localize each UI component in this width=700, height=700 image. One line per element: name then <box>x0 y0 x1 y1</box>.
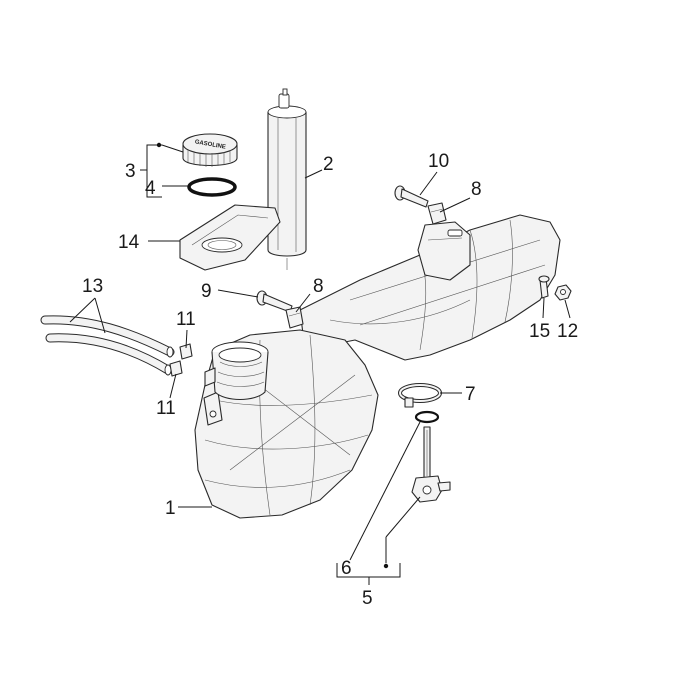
splash-tray <box>179 204 281 271</box>
callout-dot-5 <box>383 563 389 569</box>
callout-14: 14 <box>118 232 140 253</box>
callout-1: 1 <box>165 498 176 519</box>
callout-6: 6 <box>341 558 352 579</box>
fuel-tap <box>411 426 451 503</box>
callout-11-lower: 11 <box>156 398 176 419</box>
hose-clamp-lower <box>169 360 183 377</box>
filler-tube <box>267 88 307 270</box>
callout-7: 7 <box>465 384 476 405</box>
mounting-bracket <box>417 221 471 281</box>
fuel-cap: GASOLINE <box>182 133 238 167</box>
pipe-clamp <box>398 383 442 408</box>
callout-5: 5 <box>362 588 373 609</box>
cap-seal-ring <box>187 177 237 197</box>
callout-labels: 1 2 3 4 14 10 8 9 8 13 11 11 7 6 5 15 12 <box>82 151 578 609</box>
callout-3: 3 <box>125 161 136 182</box>
callout-dot-3 <box>156 142 162 148</box>
clip-nut-lower <box>285 306 304 329</box>
filler-neck <box>204 341 269 401</box>
callout-10: 10 <box>428 151 449 172</box>
callout-2: 2 <box>323 154 334 175</box>
cap-marking: GASOLINE <box>194 139 226 150</box>
bolt-10 <box>394 185 429 208</box>
callout-13: 13 <box>82 276 103 297</box>
callout-8-lower: 8 <box>313 276 324 297</box>
callout-15: 15 <box>529 321 550 342</box>
callout-4: 4 <box>145 178 156 199</box>
leader-lines <box>69 142 571 585</box>
callout-12: 12 <box>557 321 578 342</box>
callout-11-upper: 11 <box>176 309 196 330</box>
tank-rear-extension <box>299 214 561 361</box>
clip-nut-upper <box>427 202 447 225</box>
callout-9: 9 <box>201 281 212 302</box>
bolt-9 <box>256 290 293 313</box>
callout-8-upper: 8 <box>471 179 482 200</box>
fuel-hoses <box>40 315 175 376</box>
nut-12 <box>554 284 572 301</box>
fuel-tap-seal <box>414 410 440 424</box>
bolt-15 <box>538 275 550 299</box>
